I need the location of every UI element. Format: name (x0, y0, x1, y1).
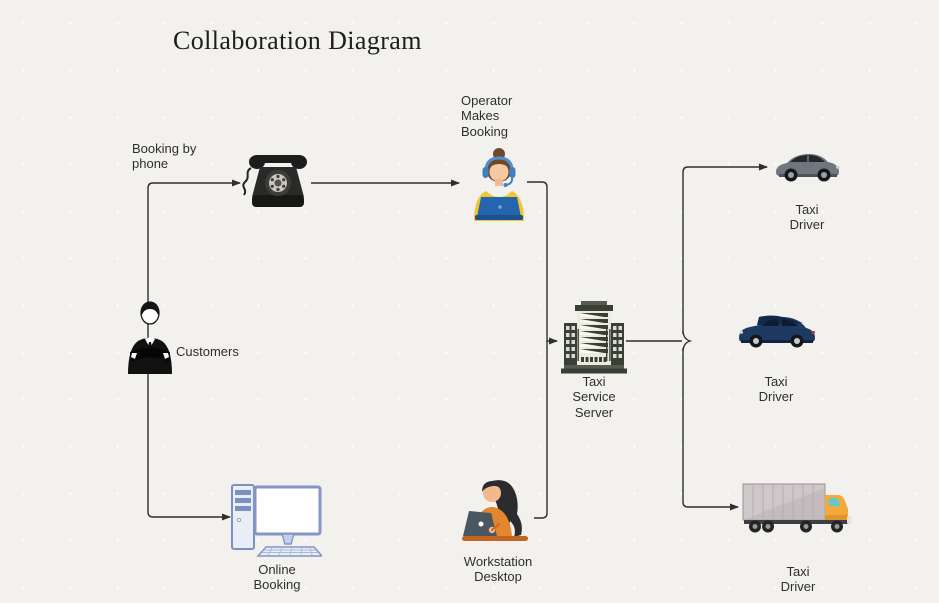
connector-workstation-to-server (534, 341, 548, 519)
connector-junction-to-taxi1 (682, 163, 768, 334)
call-operator-icon[interactable] (466, 147, 530, 221)
gray-sedan-car-icon[interactable] (774, 148, 841, 183)
diagram-title: Collaboration Diagram (173, 26, 422, 55)
label-taxi-driver-3: Taxi Driver (780, 564, 816, 595)
connector-junction-to-taxi3 (682, 348, 739, 511)
connector-customers-to-phone (147, 179, 241, 340)
businessman-icon[interactable] (125, 300, 175, 374)
rotary-telephone-icon[interactable] (241, 150, 313, 213)
label-booking-by-phone: Booking by phone (132, 141, 197, 172)
label-operator-makes-booking: Operator Makes Booking (461, 93, 513, 139)
label-taxi-driver-2: Taxi Driver (758, 374, 794, 405)
label-customers: Customers (176, 344, 239, 359)
desktop-computer-icon[interactable] (230, 482, 322, 558)
label-taxi-service-server: Taxi Service Server (572, 374, 616, 420)
woman-at-laptop-icon[interactable] (462, 477, 534, 557)
cargo-truck-icon[interactable] (742, 481, 855, 534)
office-building-icon[interactable] (561, 299, 627, 374)
headset-band (484, 156, 514, 172)
blue-hatchback-car-icon[interactable] (737, 312, 817, 349)
label-taxi-driver-1: Taxi Driver (789, 202, 825, 233)
label-workstation-desktop: Workstation Desktop (463, 554, 533, 585)
connector-customers-to-online-booking (147, 345, 231, 521)
connector-operator-to-server (527, 181, 558, 345)
phone-cord (242, 167, 252, 196)
junction-brace (682, 330, 693, 352)
label-online-booking: Online Booking (253, 562, 301, 593)
